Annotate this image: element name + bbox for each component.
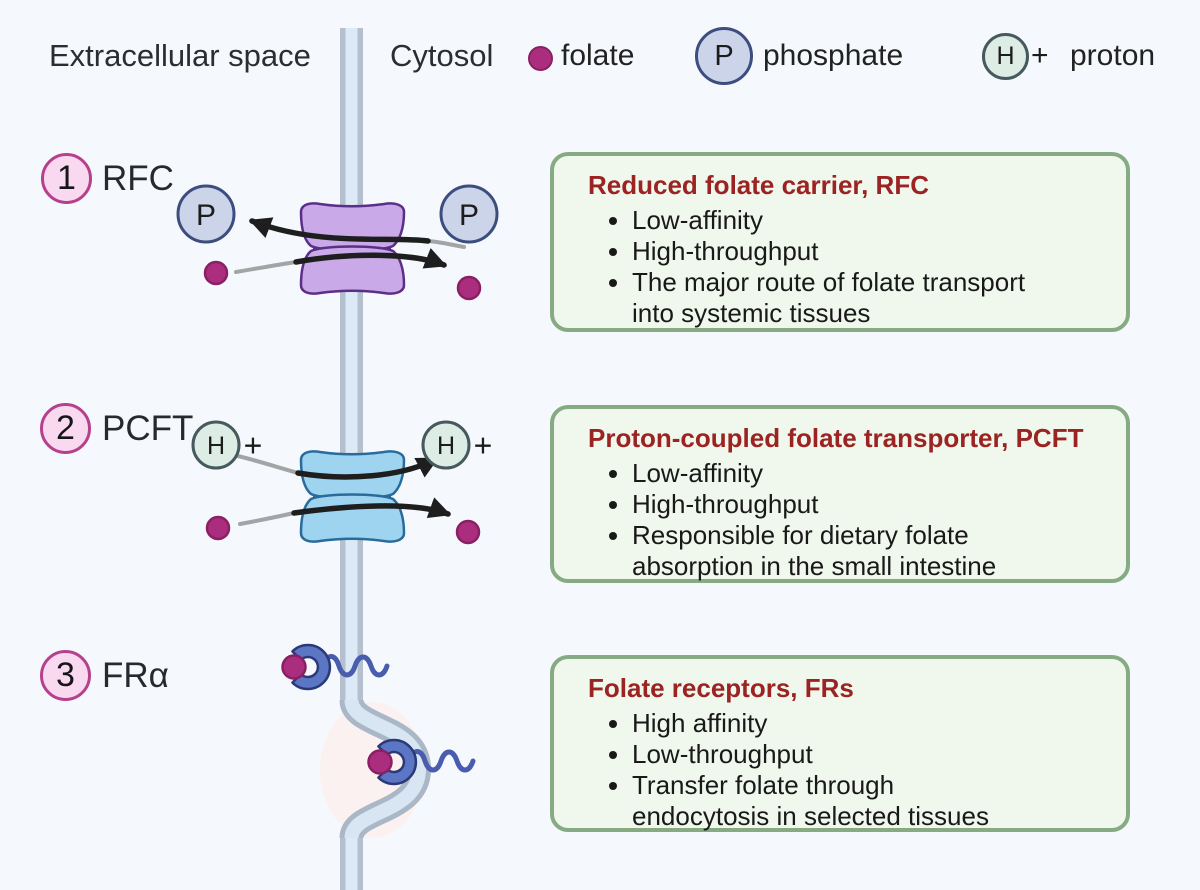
svg-text:P: P (459, 199, 479, 232)
pcft-info-bullets: Low-affinity High-throughput Responsible… (588, 458, 1114, 582)
bullet-item: High affinity (632, 708, 1114, 739)
svg-text:+: + (244, 428, 263, 464)
svg-text:H: H (437, 432, 455, 460)
proton-molecule-right: H + (421, 420, 493, 470)
folate-receptor-in-vesicle (367, 738, 474, 786)
pcft-section-graphics: H + H + (191, 420, 493, 545)
bullet-item: Low-affinity (632, 205, 1114, 236)
rfc-section-graphics: P P (176, 184, 499, 301)
pcft-info-title: Proton-coupled folate transporter, PCFT (588, 423, 1084, 453)
cytosol-label: Cytosol (390, 38, 494, 73)
rfc-phosphate-arrow-tail (426, 239, 466, 249)
section-3-badge: 3 (40, 650, 91, 701)
legend-proton-icon: H (982, 33, 1029, 80)
folate-molecule (205, 515, 231, 541)
rfc-info-box: Reduced folate carrier, RFC Low-affinity… (550, 152, 1130, 332)
rfc-folate-arrow-tail (234, 260, 298, 274)
bullet-item: Transfer folate through endocytosis in s… (632, 770, 1114, 832)
bullet-item: High-throughput (632, 236, 1114, 267)
frs-info-bullets: High affinity Low-throughput Transfer fo… (588, 708, 1114, 832)
section-3-label: FRα (102, 656, 169, 695)
legend-folate-label: folate (561, 39, 635, 72)
pcft-info-box: Proton-coupled folate transporter, PCFT … (550, 405, 1130, 583)
svg-text:H: H (207, 432, 225, 460)
bullet-item: High-throughput (632, 489, 1114, 520)
rfc-transporter (299, 202, 406, 295)
section-2-badge: 2 (40, 403, 91, 454)
section-1-label: RFC (102, 159, 174, 198)
legend-proton-label: proton (1070, 39, 1156, 72)
svg-text:P: P (196, 199, 216, 232)
folate-molecule (455, 519, 481, 545)
pcft-proton-import-arrow (295, 456, 439, 480)
folate-receptor-extracellular (281, 643, 388, 691)
rfc-info-title: Reduced folate carrier, RFC (588, 170, 929, 200)
section-2-label: PCFT (102, 409, 194, 448)
rfc-folate-import-arrow (293, 247, 448, 269)
frs-info-box: Folate receptors, FRs High affinity Low-… (550, 655, 1130, 832)
svg-text:+: + (474, 428, 493, 464)
bound-folate-molecule (281, 654, 307, 680)
section-1-badge: 1 (41, 153, 92, 204)
bullet-item: Low-throughput (632, 739, 1114, 770)
pocket-membrane-core (344, 698, 427, 840)
folate-molecule (456, 275, 482, 301)
proton-molecule-left: H + (191, 420, 263, 470)
legend-phosphate-label: phosphate (763, 39, 904, 72)
rfc-info-bullets: Low-affinity High-throughput The major r… (588, 205, 1114, 329)
pcft-transporter (299, 450, 406, 543)
rfc-phosphate-export-arrow (248, 217, 431, 244)
extracellular-space-label: Extracellular space (49, 38, 311, 73)
bound-folate-molecule (367, 749, 393, 775)
bullet-item: Responsible for dietary folate absorptio… (632, 520, 1114, 582)
pcft-folate-import-arrow (291, 497, 452, 519)
phosphate-molecule-left: P (176, 184, 236, 244)
folate-molecule (203, 260, 229, 286)
pcft-folate-arrow-tail (238, 511, 296, 526)
frs-info-title: Folate receptors, FRs (588, 673, 854, 703)
legend-folate-icon (528, 46, 553, 71)
fra-section-graphics (281, 643, 474, 786)
bullet-item: Low-affinity (632, 458, 1114, 489)
legend-proton-plus: + (1031, 39, 1049, 72)
legend-phosphate-icon: P (695, 27, 753, 85)
phosphate-molecule-right: P (439, 184, 499, 244)
pcft-proton-arrow-tail (236, 454, 300, 475)
bullet-item: The major route of folate transport into… (632, 267, 1114, 329)
